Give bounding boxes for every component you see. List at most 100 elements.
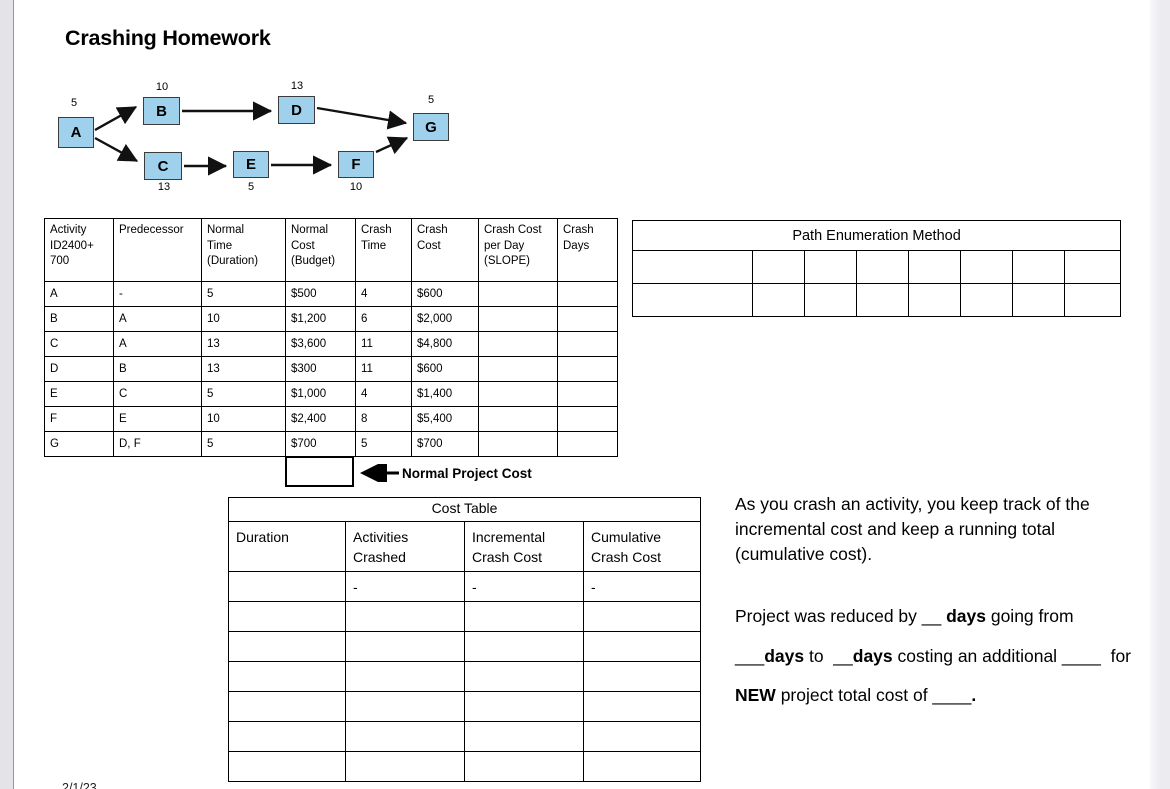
path-cell — [632, 283, 753, 317]
fill-in-segment: days — [852, 645, 893, 666]
activity-cell — [557, 281, 618, 307]
path-cell — [1012, 250, 1065, 284]
activity-cell: 8 — [355, 406, 412, 432]
path-enumeration-table: Path Enumeration Method — [631, 220, 1122, 317]
activity-header-cell: Crash Time — [355, 218, 412, 282]
activity-row: D B 13 $300 11 $600 — [44, 356, 618, 382]
notes-block: As you crash an activity, you keep track… — [735, 492, 1137, 716]
activity-cell: E — [44, 381, 114, 407]
activity-cell — [478, 331, 558, 357]
activity-row: C A 13 $3,600 11 $4,800 — [44, 331, 618, 357]
fill-in-segment: days — [764, 645, 805, 666]
activity-cell: 10 — [201, 406, 286, 432]
activity-row: E C 5 $1,000 4 $1,400 — [44, 381, 618, 407]
arrow-f-g — [375, 136, 409, 155]
path-cell — [1063, 283, 1122, 317]
cost-cell: - — [464, 571, 584, 602]
cost-cell — [228, 631, 346, 662]
cost-cell — [228, 601, 346, 632]
path-cell — [632, 250, 753, 284]
activity-cell — [557, 331, 618, 357]
diagram-node-d: D — [278, 96, 315, 124]
activity-cell: 13 — [201, 331, 286, 357]
activity-cell — [557, 431, 618, 457]
path-row — [632, 283, 1122, 317]
normal-project-cost-box — [285, 456, 354, 487]
activity-header-cell: Crash Cost per Day (SLOPE) — [478, 218, 558, 282]
activity-cell: A — [113, 306, 202, 332]
activity-cell: 5 — [201, 431, 286, 457]
activity-cell: $300 — [285, 356, 356, 382]
activity-row: G D, F 5 $700 5 $700 — [44, 431, 618, 457]
activity-cell: $5,400 — [411, 406, 479, 432]
activity-cell: $3,600 — [285, 331, 356, 357]
cost-row — [228, 751, 702, 782]
path-cell — [804, 283, 857, 317]
path-cell — [804, 250, 857, 284]
cost-cell — [464, 721, 584, 752]
cost-row — [228, 601, 702, 632]
arrow-a-b — [94, 105, 138, 132]
path-table-title-row: Path Enumeration Method — [631, 220, 1122, 251]
activity-header-cell: Activity ID2400+ 700 — [44, 218, 114, 282]
activity-row: B A 10 $1,200 6 $2,000 — [44, 306, 618, 332]
fill-in-segment: going from ___ — [735, 606, 1079, 666]
cost-cell — [582, 601, 702, 632]
activity-cell: D, F — [113, 431, 202, 457]
activity-cell: C — [44, 331, 114, 357]
arrow-a-c — [94, 136, 139, 163]
cost-row — [228, 691, 702, 722]
activity-cell: 11 — [355, 331, 412, 357]
activity-header-cell: Normal Cost (Budget) — [285, 218, 356, 282]
fill-in-segment: . — [971, 685, 977, 705]
activity-cell: 13 — [201, 356, 286, 382]
fill-in-segment: NEW — [735, 685, 776, 705]
activity-header-cell: Predecessor — [113, 218, 202, 282]
path-cell — [1063, 250, 1122, 284]
cost-header-cell: Activities Crashed — [345, 521, 465, 572]
activity-cell: 5 — [201, 381, 286, 407]
cost-cell — [345, 691, 465, 722]
cost-cell — [464, 691, 584, 722]
normal-project-cost-label: Normal Project Cost — [402, 466, 532, 481]
path-cell — [856, 250, 909, 284]
left-margin — [0, 0, 14, 789]
node-c-duration: 13 — [157, 181, 171, 193]
cost-row: - - - — [228, 571, 702, 602]
cost-cell — [464, 661, 584, 692]
cost-cell — [228, 691, 346, 722]
cost-header-cell: Duration — [228, 521, 346, 572]
fill-in-segment: costing an additional ____ for — [892, 645, 1136, 666]
activity-cell: 4 — [355, 381, 412, 407]
activity-cell — [478, 431, 558, 457]
cost-cell — [464, 631, 584, 662]
path-cell — [856, 283, 909, 317]
cost-table-title-row: Cost Table — [227, 497, 702, 522]
network-diagram: A B C D E F G 5 10 13 13 5 10 5 — [40, 80, 472, 202]
activity-cell: $1,000 — [285, 381, 356, 407]
arrow-d-g — [316, 106, 408, 130]
activity-cell — [478, 306, 558, 332]
activity-cell: 6 — [355, 306, 412, 332]
cost-cell: - — [345, 571, 465, 602]
activity-cell: $700 — [285, 431, 356, 457]
cost-cell — [228, 721, 346, 752]
activity-cell: $1,200 — [285, 306, 356, 332]
activity-cell: F — [44, 406, 114, 432]
node-b-duration: 10 — [155, 81, 169, 93]
cost-cell — [464, 601, 584, 632]
cost-row — [228, 631, 702, 662]
cost-cell — [582, 691, 702, 722]
cost-row — [228, 661, 702, 692]
activity-cell: 11 — [355, 356, 412, 382]
path-cell — [908, 250, 961, 284]
path-table-title: Path Enumeration Method — [631, 220, 1122, 251]
node-g-duration: 5 — [427, 94, 435, 106]
path-cell — [960, 283, 1013, 317]
activity-row: A - 5 $500 4 $600 — [44, 281, 618, 307]
